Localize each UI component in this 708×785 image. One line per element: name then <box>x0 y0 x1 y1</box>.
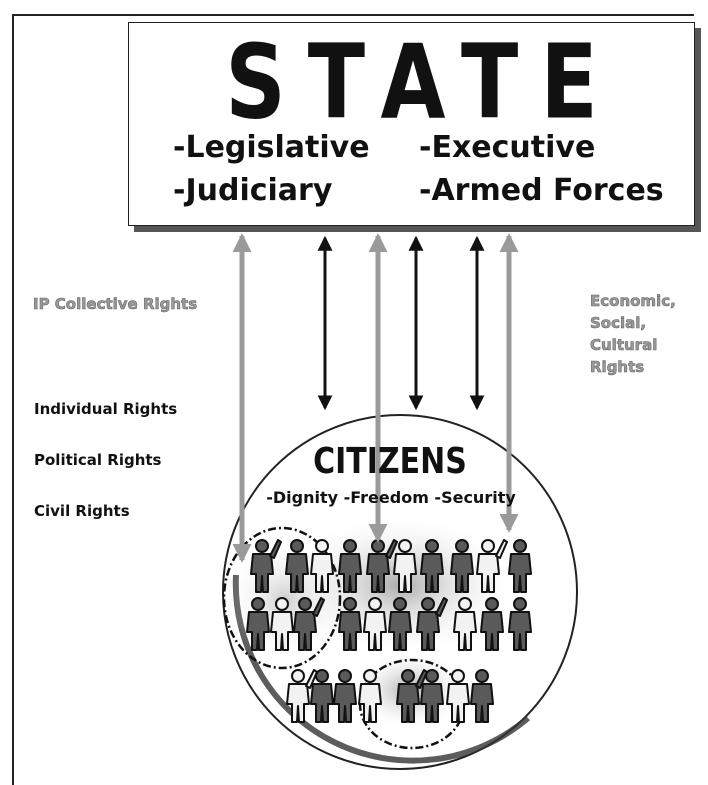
label-ip-collective-rights: IP Collective Rights <box>33 295 198 313</box>
person-figure <box>338 539 362 593</box>
person-figure <box>358 669 382 723</box>
person-figure <box>338 597 362 651</box>
state-box: STATE -Legislative -Executive -Judiciary… <box>128 22 695 226</box>
black-arrows <box>317 235 485 411</box>
person-figure <box>453 597 477 651</box>
person-figure <box>446 669 470 723</box>
frame-top-line <box>12 14 694 16</box>
branch-legislative: -Legislative <box>173 130 370 165</box>
grey-arrows <box>232 233 519 563</box>
frame-left-line <box>12 14 14 785</box>
person-figure <box>310 669 334 723</box>
person-figure <box>285 539 309 593</box>
person-figure <box>508 597 532 651</box>
citizens-title: CITIZENS <box>313 440 467 483</box>
label-civil-rights: Civil Rights <box>34 502 130 520</box>
person-figure <box>388 597 412 651</box>
citizen-values: -Dignity -Freedom -Security <box>266 488 516 507</box>
person-figure <box>420 669 444 723</box>
person-figure <box>450 539 474 593</box>
person-figure <box>333 669 357 723</box>
person-figure <box>270 597 294 651</box>
person-figure <box>366 539 398 593</box>
branch-armed-forces: -Armed Forces <box>419 173 664 208</box>
label-political-rights: Political Rights <box>34 451 162 469</box>
branch-executive: -Executive <box>419 130 596 165</box>
person-figure <box>363 597 387 651</box>
crowd-of-people <box>246 539 532 723</box>
person-figure <box>393 539 417 593</box>
branch-judiciary: -Judiciary <box>173 173 333 208</box>
person-figure <box>246 597 270 651</box>
person-figure <box>310 539 334 593</box>
state-title: STATE <box>225 22 620 143</box>
person-figure <box>416 597 448 651</box>
person-figure <box>476 539 508 593</box>
person-figure <box>293 597 325 651</box>
person-figure <box>250 539 282 593</box>
person-figure <box>508 539 532 593</box>
person-figure <box>470 669 494 723</box>
label-economic-social-cultural-rights: Economic, Social, Cultural Rights <box>590 292 676 377</box>
label-individual-rights: Individual Rights <box>34 400 178 418</box>
person-figure <box>420 539 444 593</box>
person-figure <box>480 597 504 651</box>
